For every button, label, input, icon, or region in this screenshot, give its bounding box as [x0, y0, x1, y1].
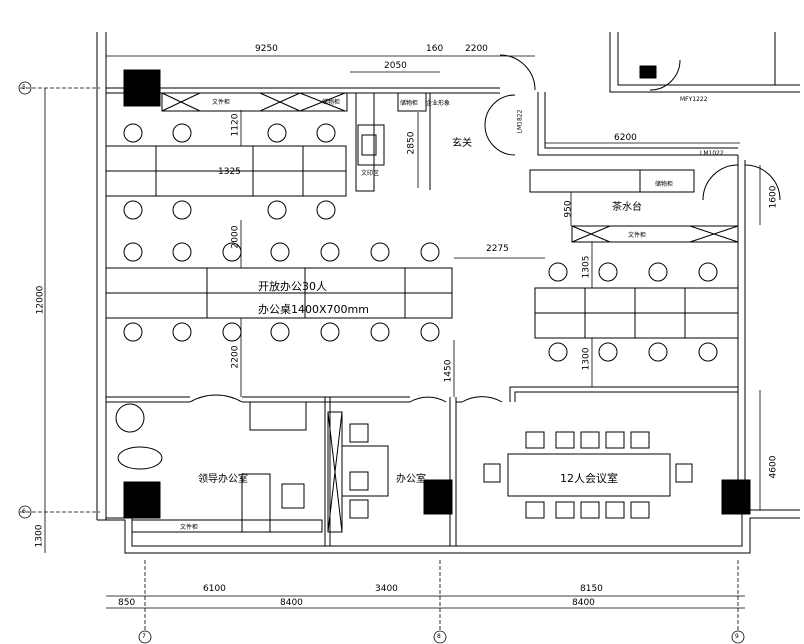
open-office-desks	[105, 145, 739, 339]
file-cabinet-right-label: 文件柜	[628, 232, 647, 239]
dim-2200-b: 2200	[230, 345, 241, 369]
dim-160: 160	[426, 44, 444, 54]
open-office-label: 开放办公30人	[258, 280, 327, 293]
dim-1450: 1450	[443, 359, 454, 383]
meeting-room-label: 12人会议室	[560, 472, 618, 485]
dim-6100: 6100	[203, 584, 226, 594]
dim-2000: 2000	[230, 225, 241, 249]
foyer-label: 玄关	[452, 138, 472, 149]
columns	[123, 65, 751, 519]
dim-1305: 1305	[581, 255, 592, 279]
dim-2050: 2050	[384, 61, 407, 71]
top-cabinets	[161, 92, 427, 192]
manager-furniture	[115, 401, 389, 533]
dim-2200: 2200	[465, 44, 488, 54]
dim-1325: 1325	[218, 167, 241, 177]
dim-1120: 1120	[230, 113, 241, 137]
office-label: 办公室	[396, 474, 426, 485]
dim-8150: 8150	[580, 584, 603, 594]
dim-12000: 12000	[35, 285, 46, 315]
dim-850: 850	[118, 598, 136, 608]
dim-2850: 2850	[406, 131, 417, 155]
dim-3400: 3400	[375, 584, 398, 594]
cabinet-small-label: 储物柜	[400, 100, 419, 107]
axis-9: 9	[735, 633, 739, 640]
axis-7: 7	[142, 633, 146, 640]
file-cabinet-bottom-label: 文件柜	[180, 524, 199, 531]
dim-1300-r: 1300	[581, 347, 592, 371]
chairs	[123, 123, 718, 362]
dim-950: 950	[563, 200, 574, 218]
dim-2275: 2275	[486, 244, 509, 254]
dim-1300-left: 1300	[34, 524, 45, 548]
desk-spec-label: 办公桌1400X700mm	[258, 303, 369, 316]
dim-9250: 9250	[255, 44, 278, 54]
dim-4600: 4600	[768, 455, 779, 479]
print-area-label: 文印区	[361, 170, 380, 177]
dim-1600: 1600	[768, 185, 779, 209]
axis-6: 6	[22, 508, 26, 515]
door-lm1822: LM1822	[516, 109, 524, 134]
storage-top-label: 储物柜	[322, 99, 341, 106]
dimension-lines	[18, 55, 761, 644]
tea-counter-label: 茶水台	[612, 202, 642, 213]
axis-5: 5	[22, 84, 26, 91]
file-cabinet-top-label: 文件柜	[212, 99, 231, 106]
dim-8400-b: 8400	[572, 598, 595, 608]
corporate-wall-label: 企业形象	[426, 100, 451, 107]
dim-8400-a: 8400	[280, 598, 303, 608]
dim-6200: 6200	[614, 133, 637, 143]
manager-office-label: 领导办公室	[198, 474, 248, 485]
doors	[189, 54, 781, 403]
axis-8: 8	[437, 633, 441, 640]
meeting-table	[483, 431, 693, 519]
door-lm1022: LM1022	[700, 150, 724, 157]
door-mfy1222: MFY1222	[680, 96, 708, 103]
water-cabinet-label: 储物柜	[655, 181, 674, 188]
